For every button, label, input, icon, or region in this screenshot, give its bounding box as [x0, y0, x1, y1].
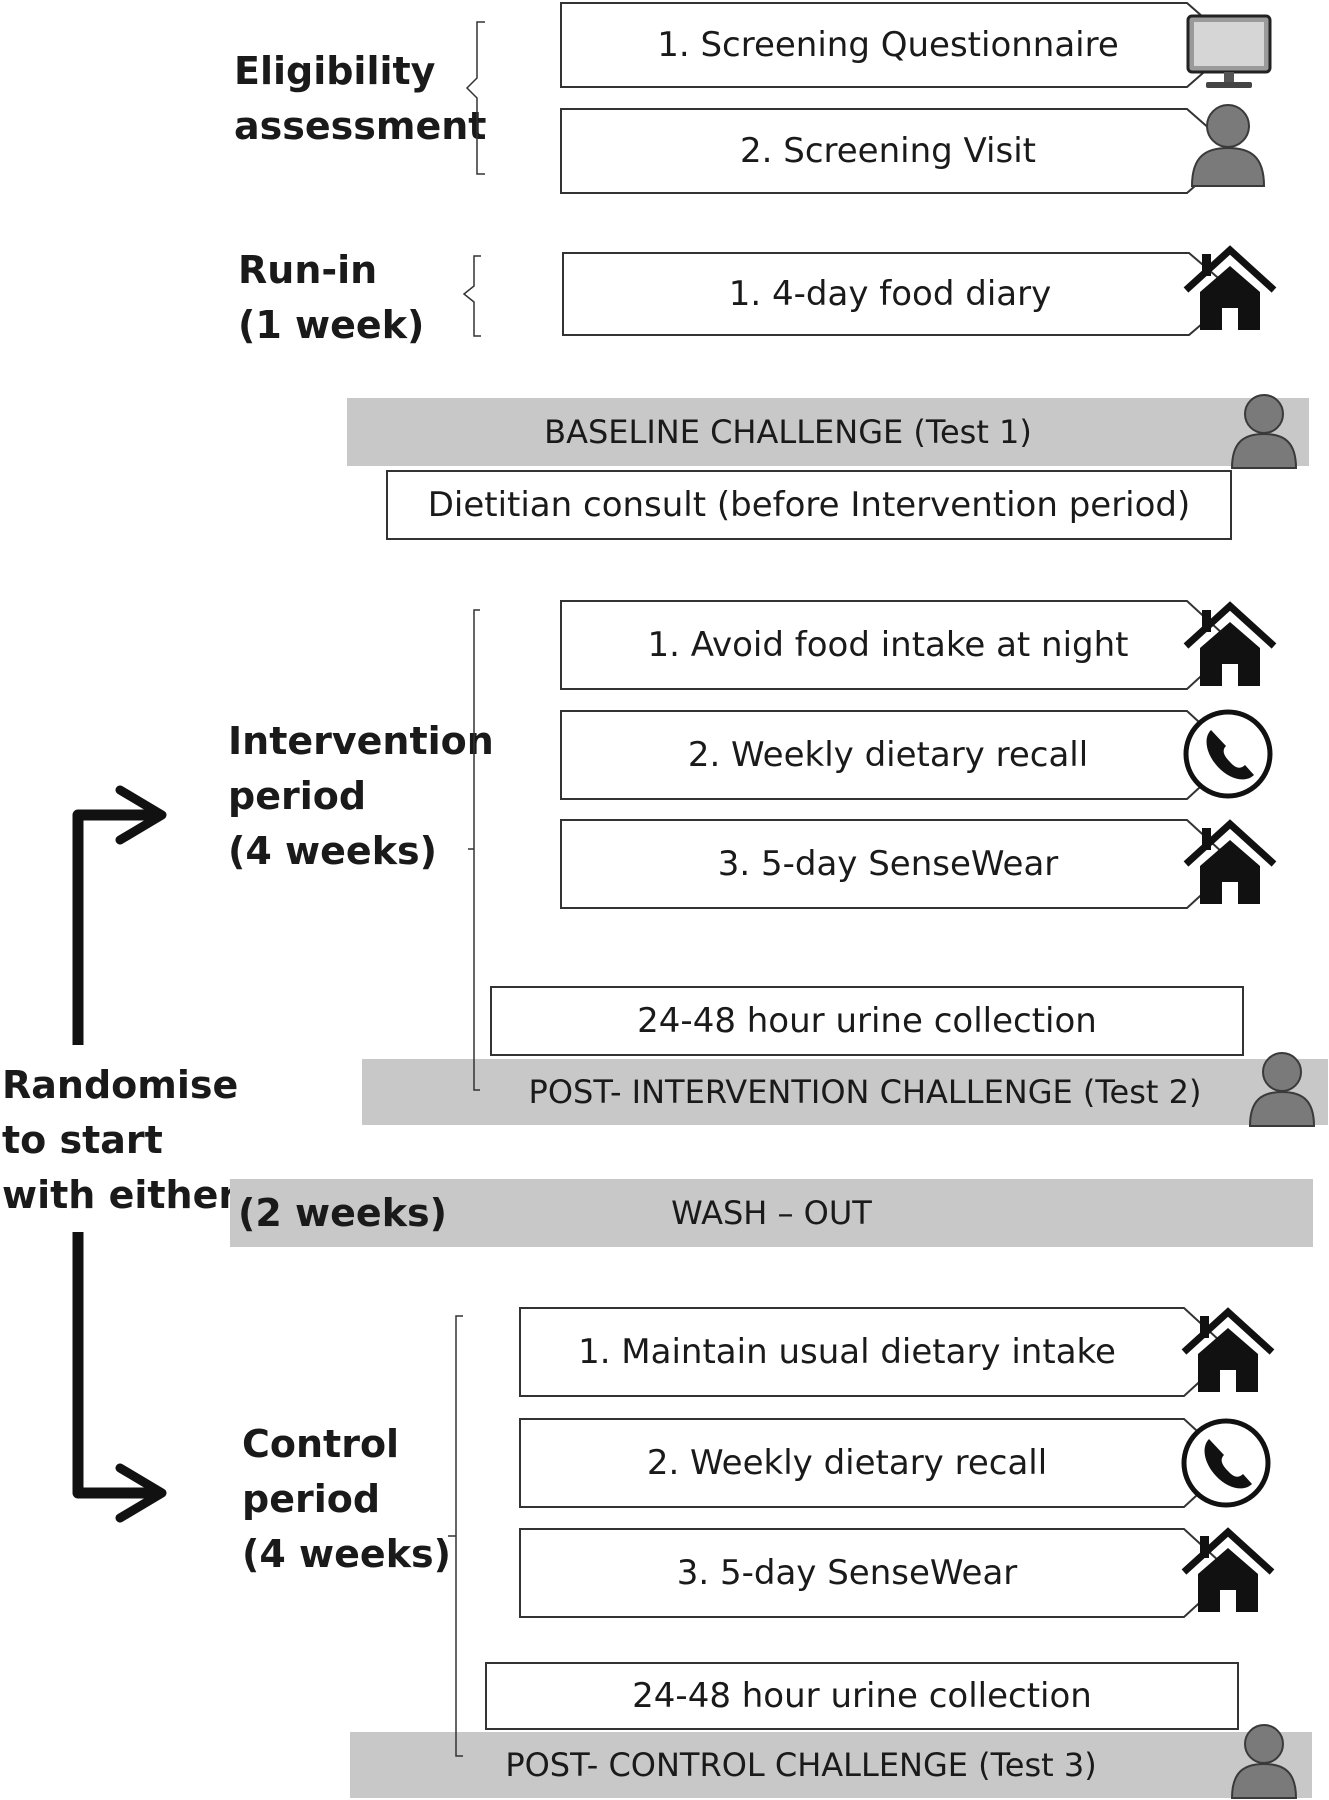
step-weekly-recall-intervention: 2. Weekly dietary recall [560, 710, 1276, 800]
intervention-urine-box: 24-48 hour urine collection [490, 986, 1244, 1056]
post-control-challenge-band: POST- CONTROL CHALLENGE (Test 3) [350, 1732, 1312, 1798]
step-weekly-recall-control: 2. Weekly dietary recall [519, 1418, 1235, 1508]
run-in-label: Run-in (1 week) [238, 248, 425, 347]
step-sensewear-control: 3. 5-day SenseWear [519, 1528, 1235, 1618]
washout-duration-label: (2 weeks) [238, 1191, 447, 1235]
eligibility-assessment-label: Eligibility assessment [234, 49, 487, 148]
step-food-diary: 1. 4-day food diary [562, 252, 1278, 336]
baseline-challenge-band: BASELINE CHALLENGE (Test 1) [347, 398, 1309, 466]
washout-band: WASH – OUT [230, 1179, 1313, 1247]
arrow-to-control [72, 1232, 160, 1499]
arrow-to-control-head [115, 1463, 167, 1523]
step-sensewear-intervention: 3. 5-day SenseWear [560, 819, 1276, 909]
step-avoid-food-night: 1. Avoid food intake at night [560, 600, 1276, 690]
control-urine-box: 24-48 hour urine collection [485, 1662, 1239, 1730]
step-screening-visit: 2. Screening Visit [560, 108, 1276, 194]
control-period-label: Control period (4 weeks) [242, 1422, 451, 1576]
dietitian-consult-box: Dietitian consult (before Intervention p… [386, 470, 1232, 540]
step-maintain-intake: 1. Maintain usual dietary intake [519, 1307, 1235, 1397]
arrow-to-intervention-head [115, 785, 167, 845]
step-screening-questionnaire: 1. Screening Questionnaire [560, 2, 1276, 88]
intervention-period-label: Intervention period (4 weeks) [228, 719, 494, 873]
run-in-bracket [462, 255, 481, 337]
arrow-to-intervention [72, 809, 160, 1045]
randomise-label: Randomise to start with either [2, 1063, 239, 1217]
post-intervention-challenge-band: POST- INTERVENTION CHALLENGE (Test 2) [362, 1059, 1328, 1125]
